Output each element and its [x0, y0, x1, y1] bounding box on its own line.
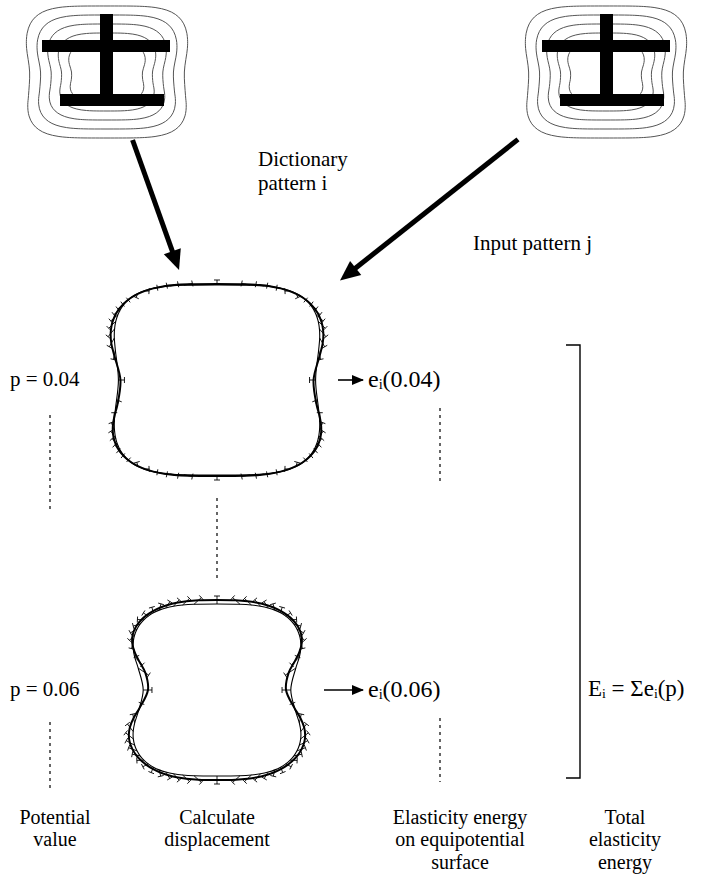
column-heading: Potential value [5, 806, 105, 851]
sum-bracket [566, 345, 580, 778]
node-label: Input pattern j [473, 232, 648, 256]
arrow-head [164, 248, 181, 270]
input-contour [111, 284, 324, 476]
character-image [20, 0, 195, 140]
node-label: p = 0.06 [10, 678, 235, 702]
contour-image [95, 270, 340, 485]
pattern-image: Input pattern j [518, 0, 693, 140]
displacement-vectors [106, 280, 328, 480]
character-stroke [100, 14, 113, 102]
equipotential-line [536, 15, 676, 129]
equipotential-line [525, 6, 686, 138]
column-heading: Total elasticity energy [575, 806, 675, 873]
continuation-dots [50, 408, 440, 790]
energy-formula: eᵢ(0.04) [368, 366, 441, 393]
flow-arrow [340, 139, 518, 280]
energy-formula: Eᵢ = Σeᵢ(p) [588, 676, 684, 702]
equipotential-line [26, 6, 187, 138]
contour-comparison: p = 0.06 [105, 590, 330, 790]
contour-comparison: p = 0.04 [95, 270, 340, 485]
energy-arrow [324, 689, 363, 691]
energy-arrow [338, 379, 363, 381]
contour-image [105, 590, 330, 790]
node-label: Dictionary pattern i [258, 148, 388, 195]
arrow-head [340, 261, 361, 280]
character-image [518, 0, 693, 140]
equipotential-line [37, 15, 177, 129]
pattern-image: Dictionary pattern i [20, 0, 195, 140]
character-stroke [60, 94, 164, 106]
node-label: p = 0.04 [10, 368, 255, 392]
character-stroke [600, 14, 613, 102]
energy-formula: eᵢ(0.06) [368, 676, 441, 703]
column-heading: Elasticity energy on equipotential surfa… [385, 806, 535, 873]
dictionary-contour [133, 604, 301, 776]
dictionary-contour [114, 285, 319, 475]
displacement-vectors [124, 595, 310, 784]
flow-arrow [133, 140, 181, 270]
column-heading: Calculate displacement [152, 806, 282, 851]
character-stroke [560, 94, 664, 106]
input-contour [129, 600, 305, 780]
arrow-shaft [133, 140, 174, 255]
